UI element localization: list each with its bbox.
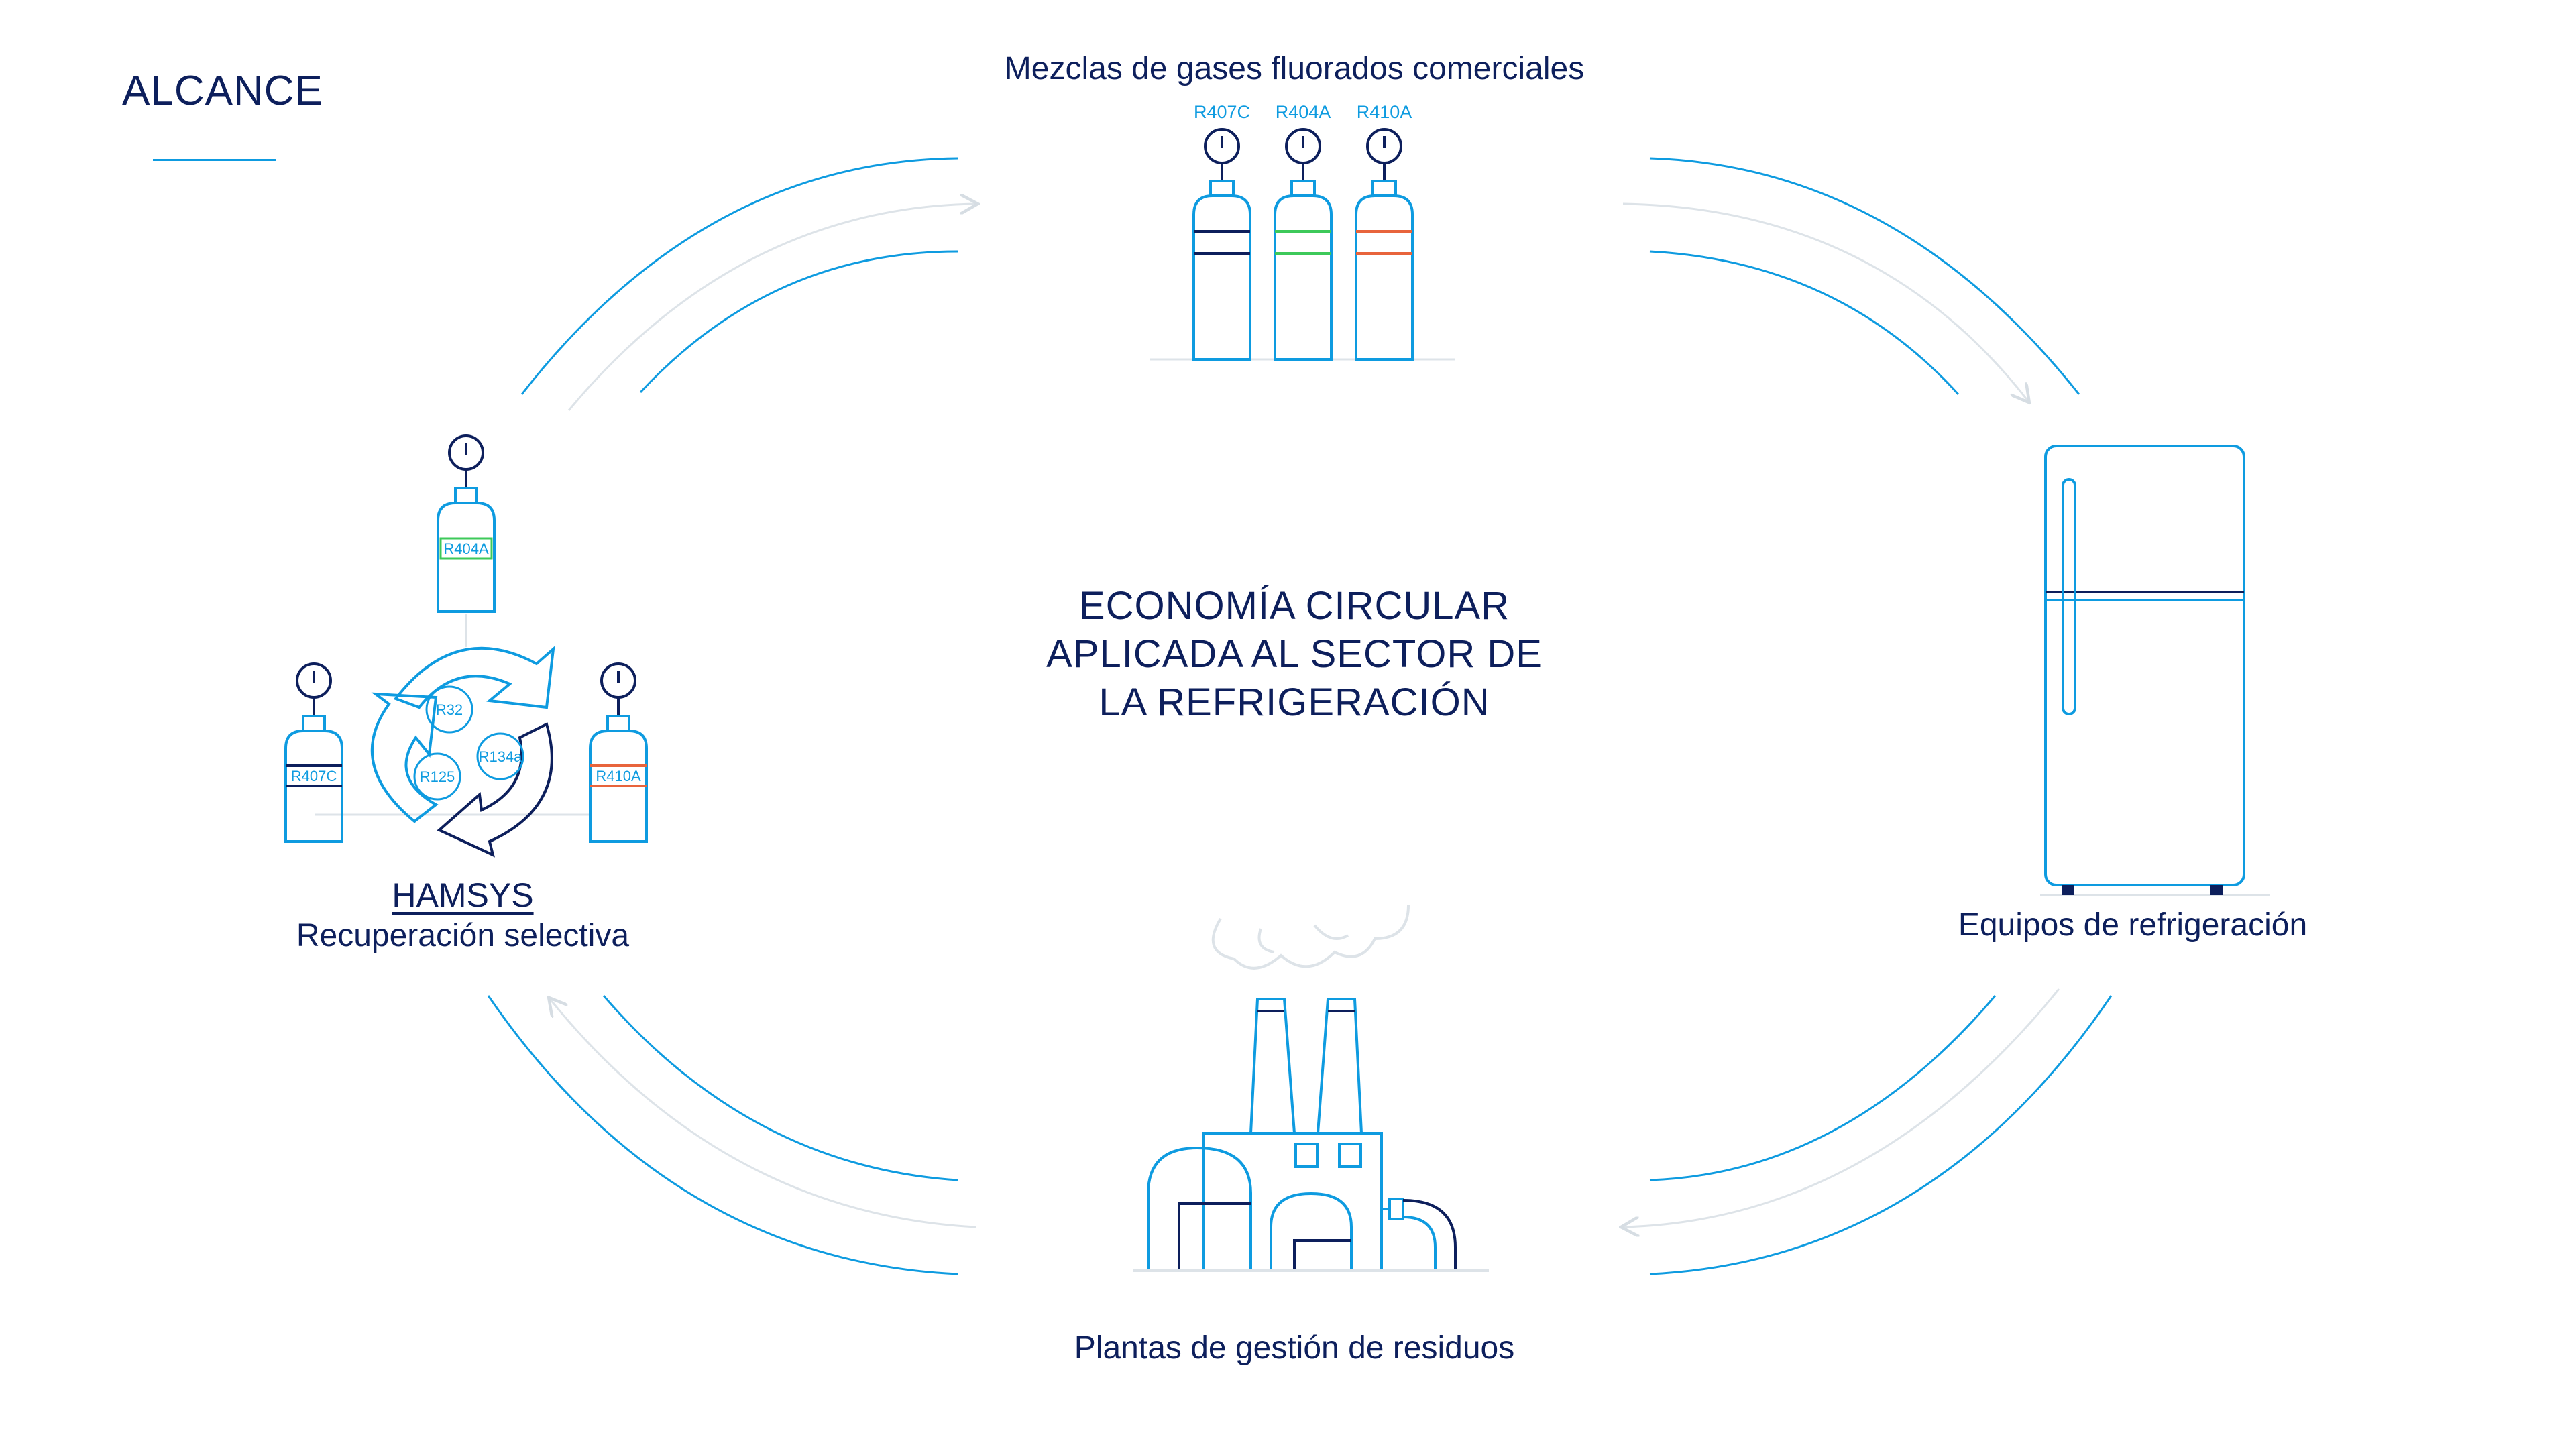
hamsys-link[interactable]: HAMSYS	[392, 876, 534, 914]
cylinder-label: R410A	[1357, 102, 1412, 122]
hamsys-icon	[284, 434, 648, 858]
component-label: R125	[420, 768, 455, 785]
center-title: ECONOMÍA CIRCULAR APLICADA AL SECTOR DE …	[952, 582, 1636, 727]
center-title-line: ECONOMÍA CIRCULAR	[1078, 584, 1510, 628]
gas-cylinder-icon	[1355, 128, 1414, 361]
bottom-node-label: Plantas de gestión de residuos	[1074, 1330, 1515, 1366]
section-title-underline	[153, 159, 276, 161]
component-label: R134a	[479, 748, 523, 765]
gas-cylinder-icon	[1274, 128, 1333, 361]
arc-bottom-right	[1623, 988, 2113, 1275]
cylinder-label: R407C	[291, 768, 337, 785]
arc-bottom-left	[487, 995, 976, 1275]
cylinder-label: R404A	[1276, 102, 1331, 122]
gas-cylinder-icon	[1192, 128, 1251, 361]
arc-top-right	[1622, 157, 2080, 401]
cylinder-label: R404A	[443, 540, 489, 557]
cylinder-label: R407C	[1194, 102, 1250, 122]
refrigerator-icon	[2040, 445, 2270, 896]
waste-plant-icon	[1133, 905, 1489, 1272]
cylinder-label: R410A	[596, 768, 641, 785]
section-title: ALCANCE	[122, 68, 323, 114]
component-label: R32	[436, 701, 463, 718]
top-node-label: Mezclas de gases fluorados comerciales	[1004, 51, 1585, 86]
top-cylinders: R407C R404A R410A	[1150, 102, 1455, 361]
right-node-label: Equipos de refrigeración	[1958, 907, 2308, 943]
left-node-label: Recuperación selectiva	[296, 918, 630, 953]
center-title-line: APLICADA AL SECTOR DE	[1046, 632, 1543, 676]
center-title-line: LA REFRIGERACIÓN	[1099, 681, 1490, 724]
arc-top-left	[520, 157, 976, 411]
